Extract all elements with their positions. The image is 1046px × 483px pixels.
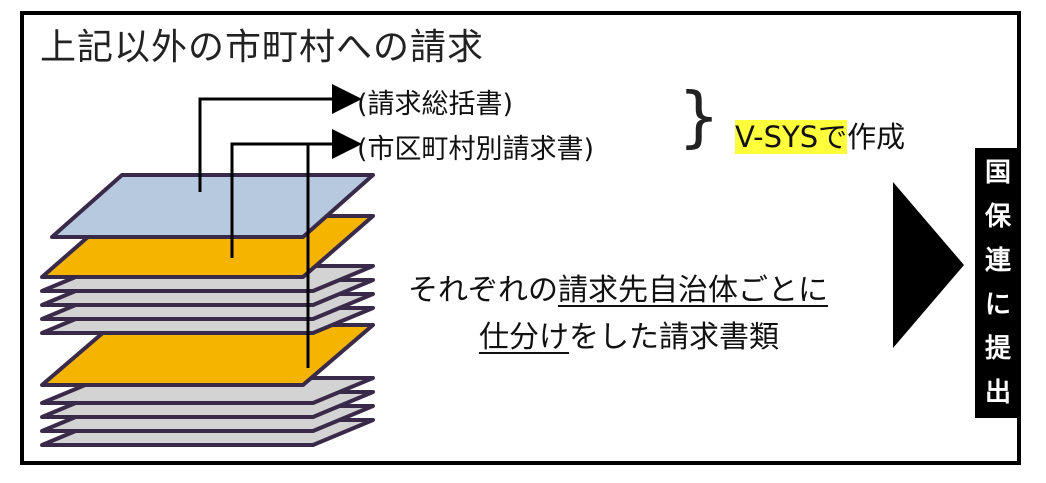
lower-stack [40, 323, 375, 447]
submit-char: 保 [984, 202, 1011, 232]
submit-column: 国 保 連 に 提 出 [975, 148, 1021, 418]
vsys-highlight: V-SYSで [735, 120, 848, 154]
desc-plain-2: をした請求書類 [569, 320, 779, 355]
vsys-rest: 作成 [847, 120, 906, 154]
description-line-1: それぞれの請求先自治体ごとに [408, 265, 828, 309]
grouping-brace: } [678, 78, 720, 155]
submit-char: 出 [984, 378, 1011, 408]
label-summary: (請求総括書) [357, 89, 514, 120]
label-municipal: (市区町村別請求書) [357, 134, 595, 165]
arrow-municipal [230, 129, 362, 258]
submit-char: 連 [984, 246, 1011, 276]
arrow-summary [198, 84, 362, 192]
vsys-note: V-SYSで作成 [735, 114, 905, 156]
submit-char: 提 [984, 334, 1011, 364]
desc-plain-1: それぞれの [408, 273, 558, 308]
invoice-sheet-lower [40, 323, 375, 387]
diagram-title: 上記以外の市町村への請求 [40, 27, 485, 68]
submit-char: 国 [984, 158, 1011, 188]
desc-underlined-1: 請求先自治体ごとに [558, 273, 828, 308]
desc-underlined-2: 仕分け [479, 320, 569, 355]
submit-arrow-triangle [893, 182, 964, 348]
summary-sheet [50, 173, 375, 239]
submit-char: に [984, 290, 1011, 320]
description-line-2: 仕分けをした請求書類 [479, 312, 779, 356]
